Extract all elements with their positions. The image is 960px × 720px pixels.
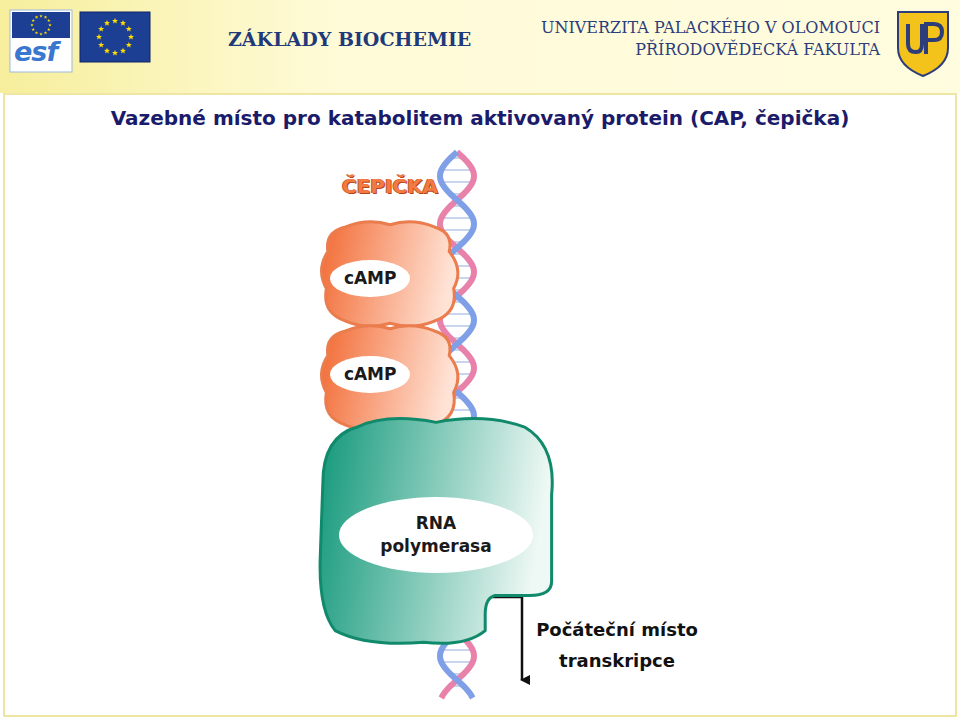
- university-name: UNIVERZITA PALACKÉHO V OLOMOUCI: [541, 18, 880, 37]
- rna-polymerase: RNA polymerasa: [313, 413, 559, 647]
- esf-star: [32, 19, 35, 22]
- esf-star: [32, 28, 35, 31]
- cap-heading: ČEPIČKA: [316, 174, 464, 198]
- base-pair: [441, 181, 472, 183]
- start-site-arrow: [485, 597, 522, 680]
- start-site-label: Počáteční místo transkripce: [522, 614, 712, 676]
- esf-star: [39, 32, 42, 35]
- base-pair: [441, 661, 472, 663]
- esf-star: [39, 14, 42, 17]
- esf-star: [47, 19, 50, 22]
- base-pair: [441, 325, 472, 327]
- eu-star: [104, 20, 110, 26]
- esf-star: [44, 15, 47, 18]
- esf-logo-box: [10, 10, 72, 72]
- cap-subunit: cAMP: [316, 322, 464, 434]
- eu-star: [120, 48, 126, 54]
- rna-polymerase-body: [320, 419, 552, 644]
- eu-star: [120, 20, 126, 26]
- enzyme-label: RNA polymerasa: [366, 512, 506, 558]
- cap-subunit: ČEPIČKAcAMP: [316, 218, 464, 330]
- eu-star: [112, 50, 118, 56]
- esf-star: [44, 31, 47, 34]
- base-pair: [441, 229, 472, 231]
- crest-emblem: [908, 24, 942, 54]
- header-band: [0, 0, 960, 93]
- esf-star: [30, 23, 33, 26]
- camp-label: cAMP: [344, 363, 397, 386]
- eu-star: [126, 42, 132, 48]
- esf-star: [47, 28, 50, 31]
- eu-star: [98, 42, 104, 48]
- camp-label: cAMP: [344, 267, 397, 290]
- eu-star: [96, 34, 102, 40]
- base-pair: [441, 217, 472, 219]
- faculty-name: PŘÍRODOVĚDECKÁ FAKULTA: [635, 40, 880, 59]
- slide-title: Vazebné místo pro katabolitem aktivovaný…: [0, 106, 960, 130]
- page-frame: [4, 94, 956, 716]
- esf-star: [35, 15, 38, 18]
- eu-star: [98, 26, 104, 32]
- course-name: ZÁKLADY BIOCHEMIE: [228, 28, 471, 50]
- cap-subunit-body: [322, 222, 458, 326]
- eu-star: [112, 18, 118, 24]
- esf-star: [35, 31, 38, 34]
- base-pair: [441, 169, 472, 171]
- esf-logo-text: esf: [14, 36, 57, 67]
- label-oval: cAMP: [330, 356, 410, 393]
- esf-star: [48, 23, 51, 26]
- label-oval: cAMP: [330, 260, 410, 297]
- eu-flag: [80, 12, 150, 62]
- base-pair: [441, 649, 472, 651]
- label-oval: RNA polymerasa: [339, 497, 533, 573]
- cap-subunit-body: [322, 326, 458, 430]
- eu-star: [128, 34, 134, 40]
- eu-star: [104, 48, 110, 54]
- eu-star: [126, 26, 132, 32]
- esf-logo-top: [12, 12, 70, 38]
- university-crest: [898, 12, 948, 76]
